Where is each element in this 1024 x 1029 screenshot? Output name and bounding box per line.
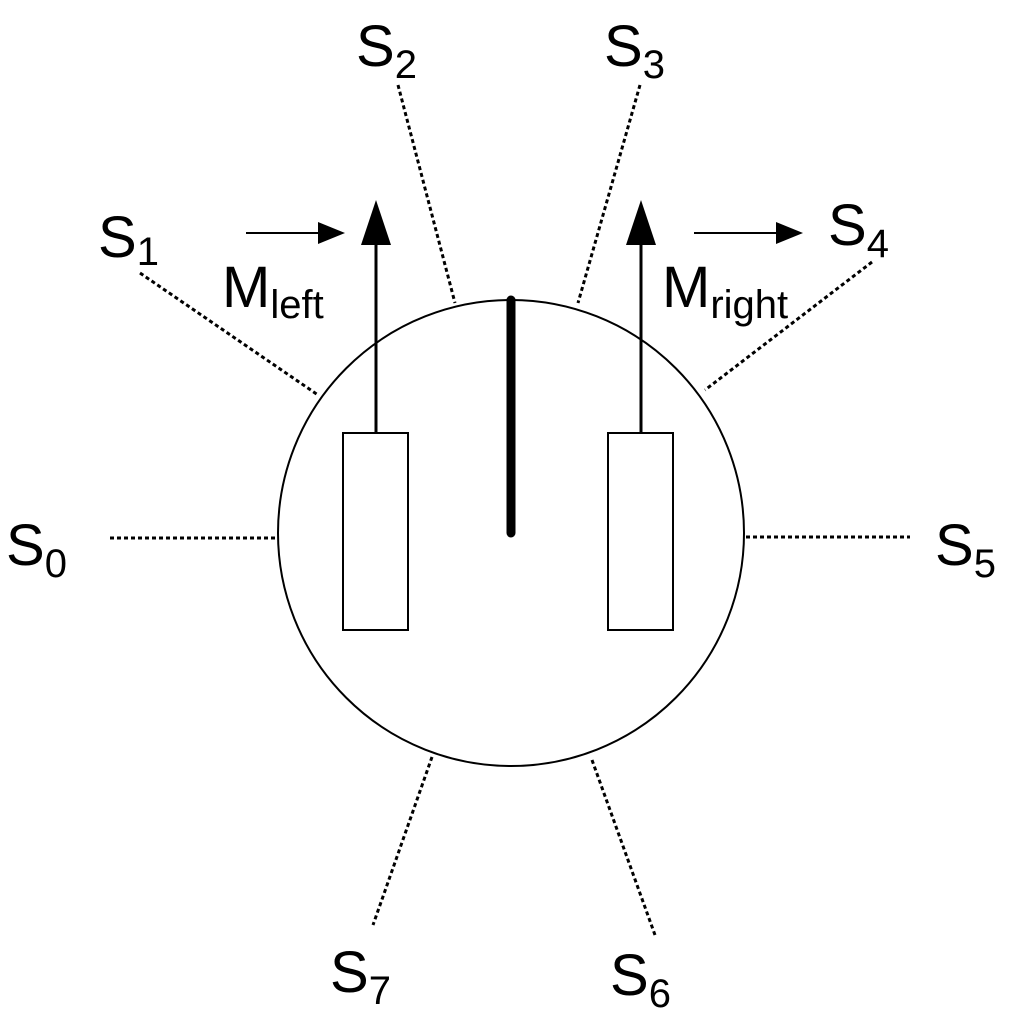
sensor-line-s6 [590, 759, 657, 936]
motor-label-right: Mright [662, 255, 788, 327]
sensor-label-s3: S3 [604, 14, 665, 87]
left-motor-arrow-head [361, 200, 391, 245]
left-wheel [342, 432, 409, 631]
sensor-label-s7: S7 [330, 940, 391, 1013]
sensor-label-s6: S6 [610, 943, 671, 1016]
sensor-line-s7 [371, 756, 434, 926]
right-motor-label-arrowhead [776, 222, 803, 244]
sensor-label-s5: S5 [935, 513, 996, 586]
sensor-label-s0: S0 [6, 513, 67, 586]
sensor-label-s2: S2 [356, 14, 417, 87]
motor-label-left: Mleft [222, 255, 324, 327]
right-wheel [607, 432, 674, 631]
sensor-line-s4 [704, 260, 873, 392]
sensor-label-s4: S4 [828, 193, 889, 266]
sensor-label-s1: S1 [98, 205, 159, 274]
sensor-line-s2 [396, 84, 457, 304]
left-motor-label-arrowhead [318, 222, 345, 244]
sensor-line-s3 [576, 84, 642, 304]
sensor-line-s1 [139, 271, 319, 397]
right-motor-arrow-head [626, 200, 656, 245]
